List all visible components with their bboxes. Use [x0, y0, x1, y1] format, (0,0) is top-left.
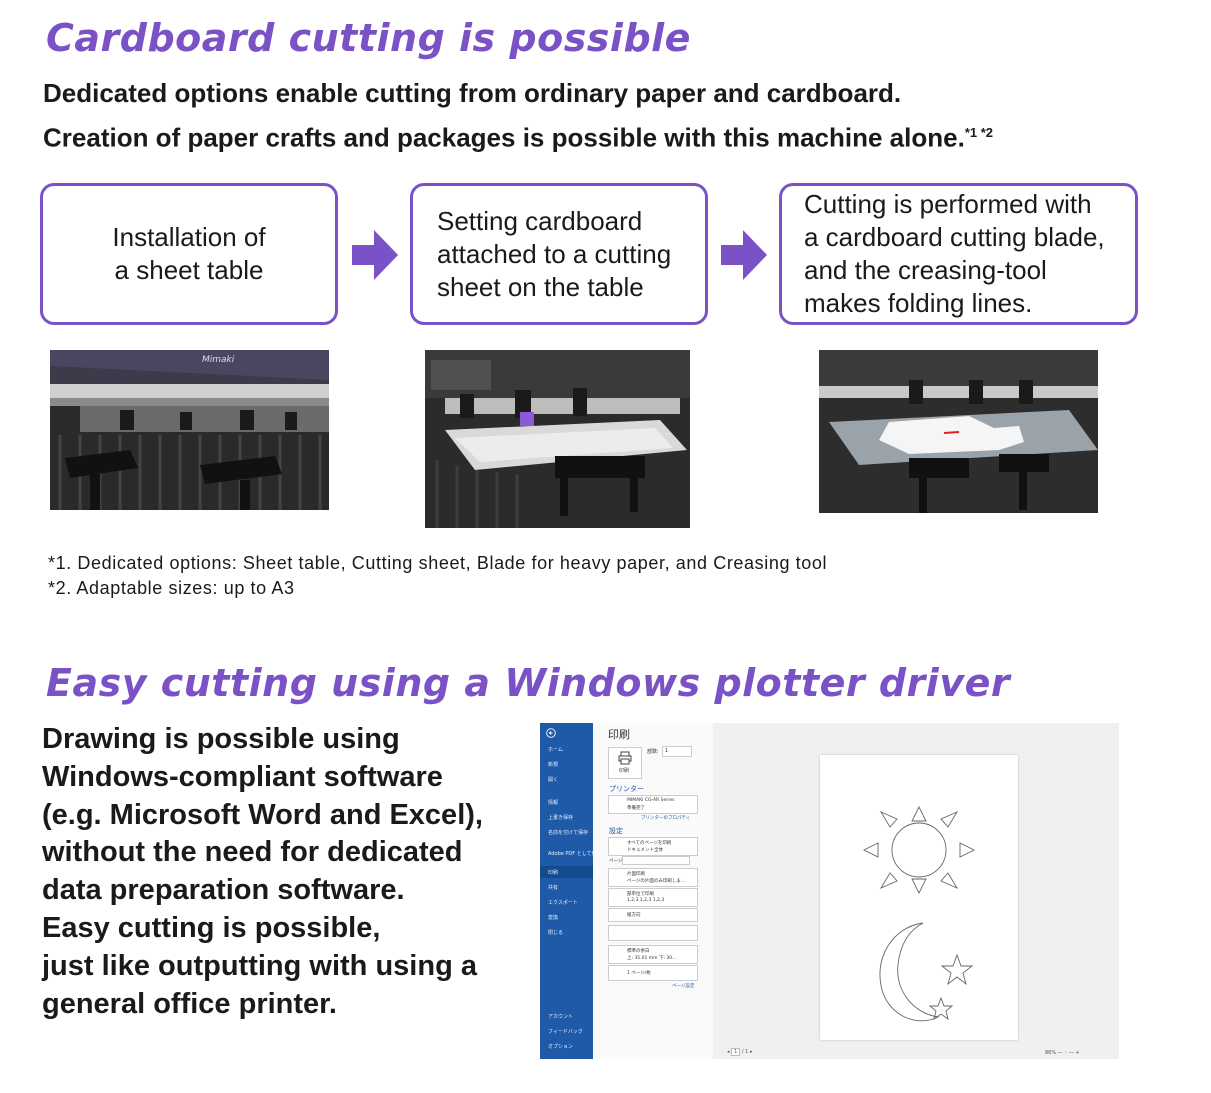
- body-line: Drawing is possible using: [42, 723, 400, 755]
- collate-value: 部単位で印刷: [627, 892, 654, 897]
- print-title: 印刷: [608, 728, 630, 741]
- section-heading-windows-driver: Easy cutting using a Windows plotter dri…: [46, 661, 1011, 705]
- rail-item-close: 閉じる: [548, 930, 564, 936]
- print-range-select[interactable]: すべてのページを印刷 ドキュメント全体: [608, 837, 698, 856]
- rail-item-save-pdf: Adobe PDF として保存: [548, 851, 602, 857]
- step-3-line-3: and the creasing-tool: [804, 255, 1047, 285]
- step-1-line-1: Installation of: [112, 222, 266, 252]
- footnote-1: *1. Dedicated options: Sheet table, Cutt…: [48, 553, 828, 573]
- preview-page: [820, 755, 1018, 1040]
- margins-select[interactable]: 標準の余白 上: 35.01 mm 下: 30…: [608, 945, 698, 964]
- print-dialog-screenshot: ホーム 新規 開く 情報 上書き保存 名前を付けて保存 Adobe PDF とし…: [540, 723, 1119, 1059]
- pages-label: ページ:: [609, 859, 624, 864]
- print-preview-area: ◂ 1 / 1 ▸ 86% — ◦ — +: [713, 723, 1119, 1059]
- pages-per-sheet-select[interactable]: 1 ページ/枚: [608, 965, 698, 981]
- sides-desc: ページの片面のみ印刷しま…: [627, 879, 686, 884]
- body-line: Windows-compliant software: [42, 760, 443, 793]
- photo-cardboard-setting: [425, 350, 690, 528]
- page-navigator[interactable]: ◂ 1 / 1 ▸: [727, 1048, 753, 1056]
- printer-section-label: プリンター: [609, 785, 644, 793]
- settings-section-label: 設定: [609, 827, 623, 835]
- page-nav-input[interactable]: 1: [731, 1048, 741, 1056]
- step-3-line-1: Cutting is performed with: [804, 189, 1092, 219]
- printer-properties-link[interactable]: プリンターのプロパティ: [641, 816, 691, 821]
- lead-line-2: Creation of paper crafts and packages is…: [43, 122, 965, 153]
- rail-item-share: 共有: [548, 885, 559, 891]
- arrow-right-icon: [721, 230, 767, 280]
- rail-item-open: 開く: [548, 777, 559, 783]
- photo-sheet-table: Mimaki: [50, 350, 329, 510]
- margins-desc: 上: 35.01 mm 下: 30…: [627, 956, 677, 961]
- printer-icon: [618, 751, 632, 765]
- zoom-value: 86%: [1045, 1050, 1057, 1056]
- step-2-line-3: sheet on the table: [437, 271, 644, 302]
- printer-status: 準備完了: [627, 806, 645, 811]
- body-line: without the need for dedicated: [42, 836, 463, 869]
- print-range-value: すべてのページを印刷: [627, 841, 672, 846]
- footnote-2: *2. Adaptable sizes: up to A3: [48, 578, 295, 598]
- rail-item-transform: 変換: [548, 915, 559, 921]
- collate-desc: 1,2,3 1,2,3 1,2,3: [627, 898, 665, 903]
- sun-moon-stars-drawing: [862, 805, 976, 1022]
- print-settings-panel: 印刷 印刷 部数: 1 プリンター MIMAKI CG-AR Series 準備…: [593, 723, 713, 1059]
- page-setup-link[interactable]: ページ設定: [672, 984, 695, 989]
- rail-selected-bg: [540, 866, 593, 878]
- collate-select[interactable]: 部単位で印刷 1,2,3 1,2,3 1,2,3: [608, 888, 698, 907]
- orientation-select[interactable]: 縦方向: [608, 908, 698, 922]
- step-1-line-2: a sheet table: [114, 255, 264, 285]
- rail-item-save-as: 名前を付けて保存: [548, 830, 589, 836]
- body-line: Easy cutting is possible,: [42, 911, 381, 944]
- margins-value: 標準の余白: [627, 949, 650, 954]
- rail-item-options: オプション: [548, 1044, 574, 1050]
- rail-item-feedback: フィードバック: [548, 1029, 583, 1035]
- arrow-right-icon: [352, 230, 398, 280]
- print-button[interactable]: 印刷: [608, 747, 642, 779]
- printer-name: MIMAKI CG-AR Series: [627, 798, 675, 803]
- footnotes: *1. Dedicated options: Sheet table, Cutt…: [48, 551, 827, 601]
- paper-size-select[interactable]: [608, 925, 698, 941]
- pages-input[interactable]: [622, 856, 690, 865]
- photo-cutting-creasing: [819, 350, 1098, 513]
- step-2-line-1: Setting cardboard: [437, 205, 643, 236]
- printer-select[interactable]: MIMAKI CG-AR Series 準備完了: [608, 795, 698, 814]
- rail-item-info: 情報: [548, 800, 559, 806]
- section-heading-cardboard: Cardboard cutting is possible: [46, 16, 691, 60]
- step-3-line-4: makes folding lines.: [804, 288, 1033, 318]
- step-2-line-2: attached to a cutting: [437, 238, 672, 269]
- body-line: general office printer.: [42, 987, 337, 1020]
- copies-label: 部数:: [647, 749, 659, 755]
- brand-logo-text: Mimaki: [202, 355, 235, 365]
- sides-value: 片面印刷: [627, 872, 645, 877]
- copies-value: 1: [665, 748, 669, 754]
- body-line: (e.g. Microsoft Word and Excel),: [42, 798, 483, 831]
- step-3-line-2: a cardboard cutting blade,: [804, 222, 1105, 252]
- zoom-control[interactable]: 86% — ◦ — +: [1045, 1050, 1080, 1056]
- back-arrow-icon: [546, 728, 556, 738]
- pages-per-sheet-value: 1 ページ/枚: [627, 971, 651, 976]
- orientation-value: 縦方向: [627, 913, 641, 918]
- body-line: just like outputting with using a: [42, 949, 477, 982]
- copies-input[interactable]: 1: [662, 746, 692, 757]
- footnote-ref: *1 *2: [964, 125, 994, 140]
- rail-item-print: 印刷: [548, 870, 559, 876]
- step-2-box: Setting cardboard attached to a cutting …: [410, 183, 708, 325]
- rail-item-home: ホーム: [548, 747, 563, 753]
- backstage-sidebar: ホーム 新規 開く 情報 上書き保存 名前を付けて保存 Adobe PDF とし…: [540, 723, 602, 1059]
- step-1-box: Installation of a sheet table: [40, 183, 338, 325]
- lead-paragraph: Dedicated options enable cutting from or…: [43, 74, 993, 158]
- rail-item-save: 上書き保存: [548, 815, 574, 821]
- rail-item-export: エクスポート: [548, 900, 578, 906]
- driver-description: Drawing is possible using Windows-compli…: [42, 721, 512, 1023]
- print-button-label: 印刷: [619, 768, 630, 774]
- print-range-desc: ドキュメント全体: [627, 848, 663, 853]
- sides-select[interactable]: 片面印刷 ページの片面のみ印刷しま…: [608, 868, 698, 887]
- rail-item-new: 新規: [548, 762, 559, 768]
- rail-item-account: アカウント: [548, 1014, 574, 1020]
- body-line: data preparation software.: [42, 874, 405, 907]
- lead-line-1: Dedicated options enable cutting from or…: [43, 78, 902, 108]
- page-nav-total: / 1: [741, 1049, 749, 1055]
- step-3-box: Cutting is performed with a cardboard cu…: [779, 183, 1138, 325]
